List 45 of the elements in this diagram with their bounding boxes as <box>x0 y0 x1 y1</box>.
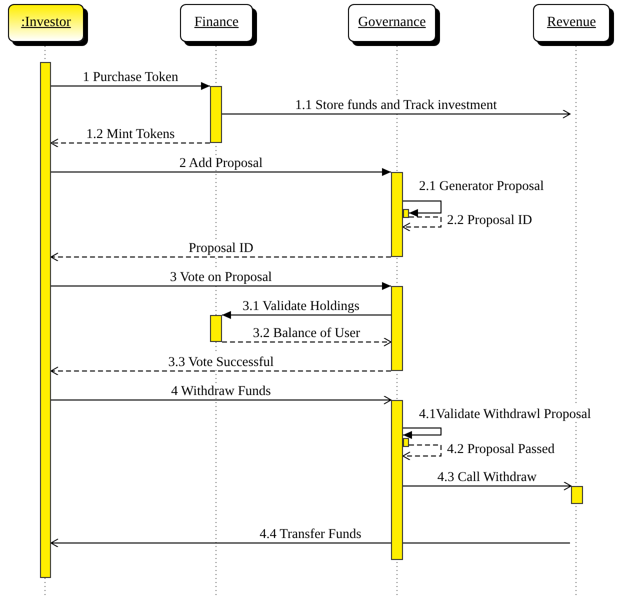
edge-label: 3.3 Vote Successful <box>167 354 275 369</box>
message-arrow <box>402 428 442 439</box>
message-arrow <box>50 396 392 404</box>
message-arrow <box>50 282 392 290</box>
participant-name: Governance <box>358 15 426 31</box>
participant-name: :Investor <box>21 15 71 31</box>
message-arrow <box>402 482 572 490</box>
participant-name: Finance <box>194 15 239 31</box>
edge-label: 2.2 Proposal ID <box>446 212 534 227</box>
return-message-arrow <box>402 216 442 232</box>
edge-label: 4.4 Transfer Funds <box>258 526 362 541</box>
edge-label: 1 Purchase Token <box>82 69 180 84</box>
edge-label: 2 Add Proposal <box>178 155 264 170</box>
message-arrow <box>222 311 392 319</box>
activation-bar <box>40 62 51 578</box>
message-arrow <box>402 200 442 217</box>
message-arrow <box>222 110 570 118</box>
edge-label: 4.2 Proposal Passed <box>446 441 556 456</box>
activation-bar <box>210 86 222 143</box>
return-message-arrow <box>222 338 392 346</box>
activation-bar <box>403 438 409 447</box>
edge-label: Proposal ID <box>188 240 254 255</box>
edge-label: 3.2 Balance of User <box>252 325 362 340</box>
edge-label: 3.1 Validate Holdings <box>241 298 361 313</box>
activation-bar <box>391 400 403 560</box>
edge-label: 2.1 Generator Proposal <box>418 178 545 193</box>
return-message-arrow <box>50 138 210 148</box>
message-arrow <box>50 168 392 176</box>
message-arrow <box>50 538 570 548</box>
edge-label: 4.1Validate Withdrawl Proposal <box>418 406 592 421</box>
edge-label: 3 Vote on Proposal <box>169 269 273 284</box>
activation-bar <box>571 486 583 504</box>
edge-label: 4 Withdraw Funds <box>170 383 272 398</box>
activation-bar <box>210 315 222 342</box>
return-message-arrow <box>402 444 442 460</box>
return-message-arrow <box>50 252 392 262</box>
message-arrow <box>50 82 210 90</box>
edge-label: 1.2 Mint Tokens <box>85 126 176 141</box>
activation-bar <box>403 209 409 218</box>
return-message-arrow <box>50 366 392 376</box>
activation-bar <box>391 286 403 371</box>
edge-label: 1.1 Store funds and Track investment <box>294 97 498 112</box>
edge-label: 4.3 Call Withdraw <box>436 469 538 484</box>
participant-name: Revenue <box>547 15 596 31</box>
activation-bar <box>391 172 403 257</box>
